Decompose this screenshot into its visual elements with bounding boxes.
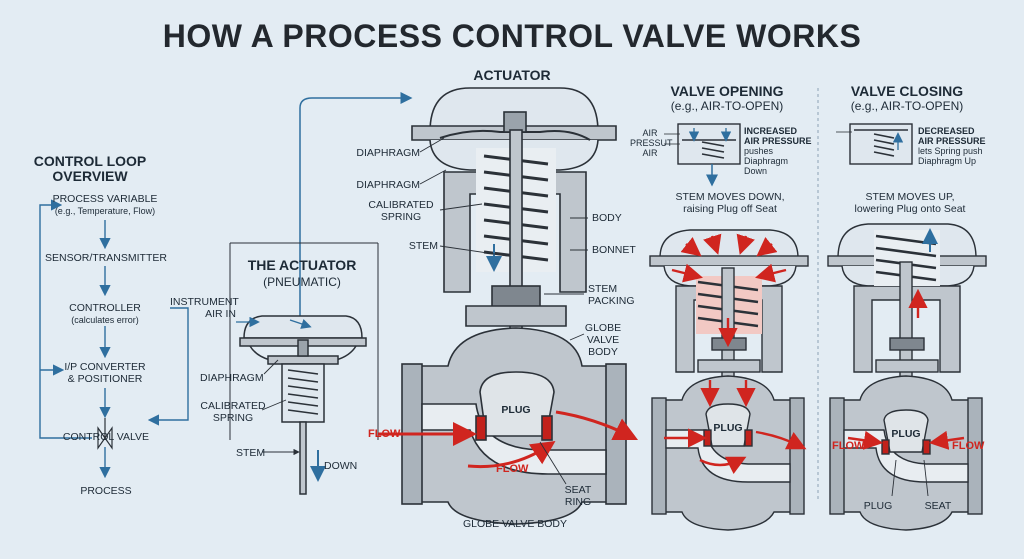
page-title: HOW A PROCESS CONTROL VALVE WORKS — [162, 18, 862, 54]
actuator-small-subheading: (PNEUMATIC) — [263, 275, 341, 289]
main-actuator-heading: ACTUATOR — [473, 67, 551, 83]
main-stem-label: STEM — [408, 240, 438, 252]
main-diaphragm-label-2: DIAPHRAGM — [356, 179, 420, 191]
closing-heading: VALVE CLOSING — [850, 83, 964, 99]
closing-valve-drawing — [817, 88, 987, 531]
main-plug-label: PLUG — [501, 404, 531, 416]
main-inner-flow-label: FLOW — [496, 463, 529, 475]
closing-note: lets Spring push Diaphragm Up — [918, 146, 983, 166]
closing-note-bold: DECREASED AIR PRESSURE — [918, 126, 986, 146]
actuator-small-heading: THE ACTUATOR — [247, 257, 357, 273]
controller-label: CONTROLLER — [69, 302, 141, 314]
main-spring-label: CALIBRATED SPRING — [368, 199, 434, 223]
closing-plug-label: PLUG — [863, 500, 893, 512]
opening-stem-text: STEM MOVES DOWN, raising Plug off Seat — [675, 191, 785, 215]
process-label: PROCESS — [80, 485, 132, 497]
opening-note-bold: INCREASED AIR PRESSURE — [744, 126, 812, 146]
down-label: DOWN — [324, 460, 358, 472]
opening-plug-label: PLUG — [713, 422, 743, 434]
controller-note: (calculates error) — [71, 315, 139, 325]
opening-air-label: AIR PRESSUT AIR — [630, 128, 673, 158]
closing-subheading: (e.g., AIR-TO-OPEN) — [850, 99, 964, 113]
control-loop-heading: CONTROL LOOP OVERVIEW — [33, 153, 147, 184]
main-diaphragm-label-1: DIAPHRAGM — [356, 147, 420, 159]
closing-plug-inner-label: PLUG — [891, 428, 921, 440]
process-variable-example: (e.g., Temperature, Flow) — [54, 206, 156, 216]
main-valve-drawing — [378, 87, 639, 525]
seat-ring-label: SEAT RING — [564, 484, 592, 508]
small-diaphragm-label: DIAPHRAGM — [200, 372, 264, 384]
closing-flow-right-label: FLOW — [952, 440, 985, 452]
globe-valve-body-caption: GLOBE VALVE BODY — [462, 518, 568, 530]
small-stem-label: STEM — [236, 447, 266, 459]
bonnet-label: BONNET — [592, 244, 636, 256]
opening-note: pushes Diaphragm Down — [744, 146, 789, 176]
body-label: BODY — [592, 212, 622, 224]
opening-valve-drawing — [649, 123, 809, 531]
small-spring-label: CALIBRATED SPRING — [200, 400, 266, 424]
sensor-transmitter-label: SENSOR/TRANSMITTER — [45, 252, 167, 264]
closing-flow-left-label: FLOW — [832, 440, 865, 452]
closing-stem-text: STEM MOVES UP, lowering Plug onto Seat — [854, 191, 966, 215]
control-valve-label: CONTROL VALVE — [62, 431, 150, 443]
control-loop-flow — [39, 199, 189, 479]
ip-converter-label: I/P CONVERTER & POSITIONER — [64, 361, 146, 385]
stem-packing-label: STEM PACKING — [588, 283, 635, 307]
small-actuator-drawing — [229, 92, 413, 495]
control-valve-symbol — [97, 418, 113, 450]
opening-heading: VALVE OPENING — [670, 83, 784, 99]
process-variable-label: PROCESS VARIABLE — [52, 193, 158, 205]
globe-valve-body-label: GLOBE VALVE BODY — [584, 322, 622, 358]
closing-seat-label: SEAT — [924, 500, 952, 512]
instrument-air-label: INSTRUMENT AIR IN — [170, 296, 239, 320]
opening-subheading: (e.g., AIR-TO-OPEN) — [670, 99, 784, 113]
main-flow-label: FLOW — [368, 428, 401, 440]
